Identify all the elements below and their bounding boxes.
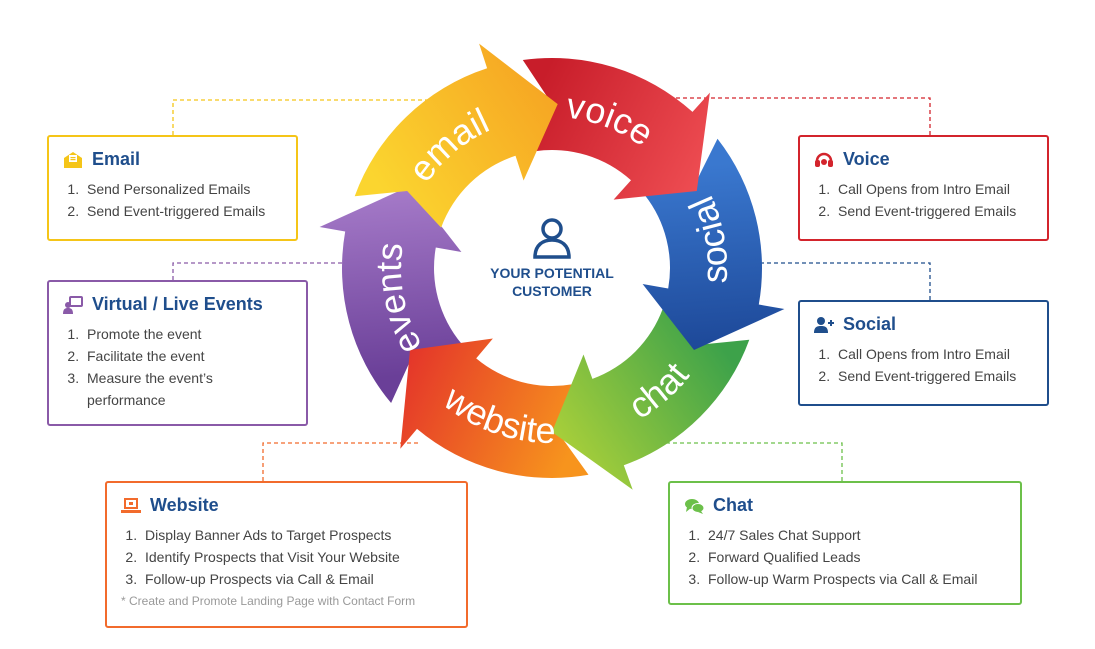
- list-item: Send Event-triggered Emails: [834, 365, 1039, 387]
- cycle-arrow-email: [354, 43, 558, 228]
- connector-email: [172, 99, 480, 135]
- list-item: Call Opens from Intro Email: [834, 178, 1039, 200]
- list-item: 24/7 Sales Chat Support: [704, 524, 1012, 546]
- chat-bubbles-icon: [685, 498, 704, 514]
- list-item: Identify Prospects that Visit Your Websi…: [141, 546, 458, 568]
- email-box: Email Send Personalized EmailsSend Event…: [47, 135, 298, 241]
- list-item: Forward Qualified Leads: [704, 546, 1012, 568]
- connector-chat: [650, 442, 843, 481]
- cycle-arrow-voice: [522, 57, 710, 200]
- cycle-arrow-website: [400, 338, 589, 479]
- cycle-arrow-chat: [552, 308, 750, 490]
- list-item: Promote the event: [83, 323, 298, 345]
- chat-box: Chat 24/7 Sales Chat SupportForward Qual…: [668, 481, 1022, 605]
- voice-title: Voice: [843, 149, 890, 169]
- list-item: Follow-up Prospects via Call & Email: [141, 568, 458, 590]
- list-item: Facilitate the event: [83, 345, 298, 367]
- website-note: * Create and Promote Landing Page with C…: [121, 594, 416, 608]
- events-title: Virtual / Live Events: [92, 294, 263, 314]
- voice-box: Voice Call Opens from Intro EmailSend Ev…: [798, 135, 1049, 241]
- connector-website: [262, 442, 420, 481]
- social-title: Social: [843, 314, 897, 334]
- person-icon: [533, 218, 571, 259]
- list-item: Send Event-triggered Emails: [83, 200, 288, 222]
- social-box: Social Call Opens from Intro EmailSend E…: [798, 300, 1049, 406]
- headset-icon: [815, 152, 833, 167]
- list-item: Call Opens from Intro Email: [834, 343, 1039, 365]
- email-title: Email: [92, 149, 141, 169]
- list-item: Display Banner Ads to Target Prospects: [141, 524, 458, 546]
- list-item: Send Event-triggered Emails: [834, 200, 1039, 222]
- connector-voice: [660, 97, 931, 135]
- add-user-icon: [814, 316, 834, 333]
- presentation-icon: [63, 295, 83, 314]
- center-customer: YOUR POTENTIAL CUSTOMER: [472, 215, 632, 300]
- laptop-icon: [121, 497, 141, 513]
- list-item: Send Personalized Emails: [83, 178, 288, 200]
- connector-events: [172, 262, 345, 280]
- list-item: Measure the event’s performance: [83, 367, 237, 411]
- envelope-icon: [64, 151, 82, 168]
- chat-title: Chat: [713, 495, 753, 515]
- events-box: Virtual / Live Events Promote the eventF…: [47, 280, 308, 426]
- center-title-line2: CUSTOMER: [512, 283, 592, 299]
- connector-social: [760, 262, 931, 300]
- website-box: Website Display Banner Ads to Target Pro…: [105, 481, 468, 628]
- website-title: Website: [150, 495, 219, 515]
- list-item: Follow-up Warm Prospects via Call & Emai…: [704, 568, 1012, 590]
- center-title-line1: YOUR POTENTIAL: [490, 265, 614, 281]
